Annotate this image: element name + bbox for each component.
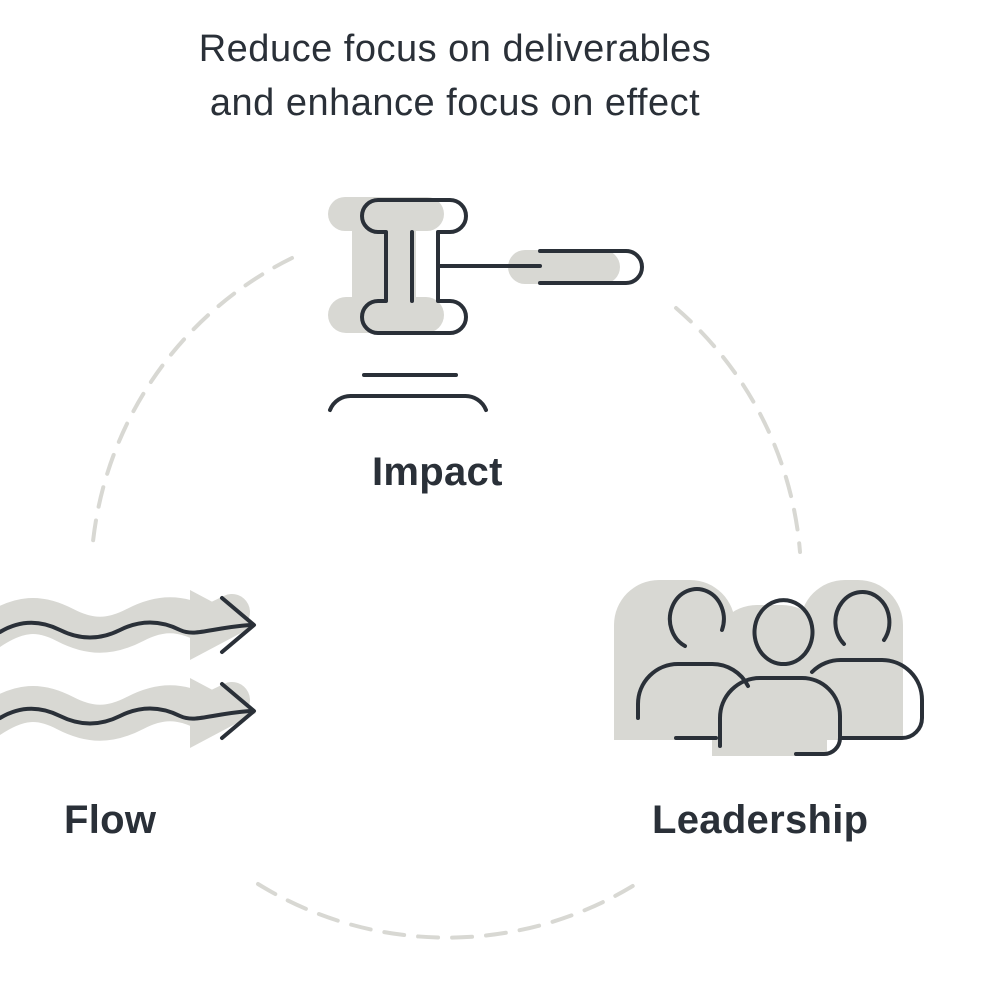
people-group-icon [614, 580, 924, 756]
gavel-icon [328, 197, 644, 412]
title-line-1: Reduce focus on deliverables [198, 28, 712, 70]
arc-left [90, 256, 294, 554]
arc-right [674, 306, 802, 554]
cycle-ring [90, 256, 802, 940]
node-label-impact: Impact [372, 450, 503, 494]
arc-bottom [256, 882, 638, 940]
diagram-title: Reduce focus on deliverables and enhance… [0, 22, 910, 130]
wavy-arrows-icon [0, 590, 256, 748]
node-label-flow: Flow [64, 798, 157, 842]
title-line-2: and enhance focus on effect [209, 82, 701, 124]
node-label-leadership: Leadership [652, 798, 869, 842]
